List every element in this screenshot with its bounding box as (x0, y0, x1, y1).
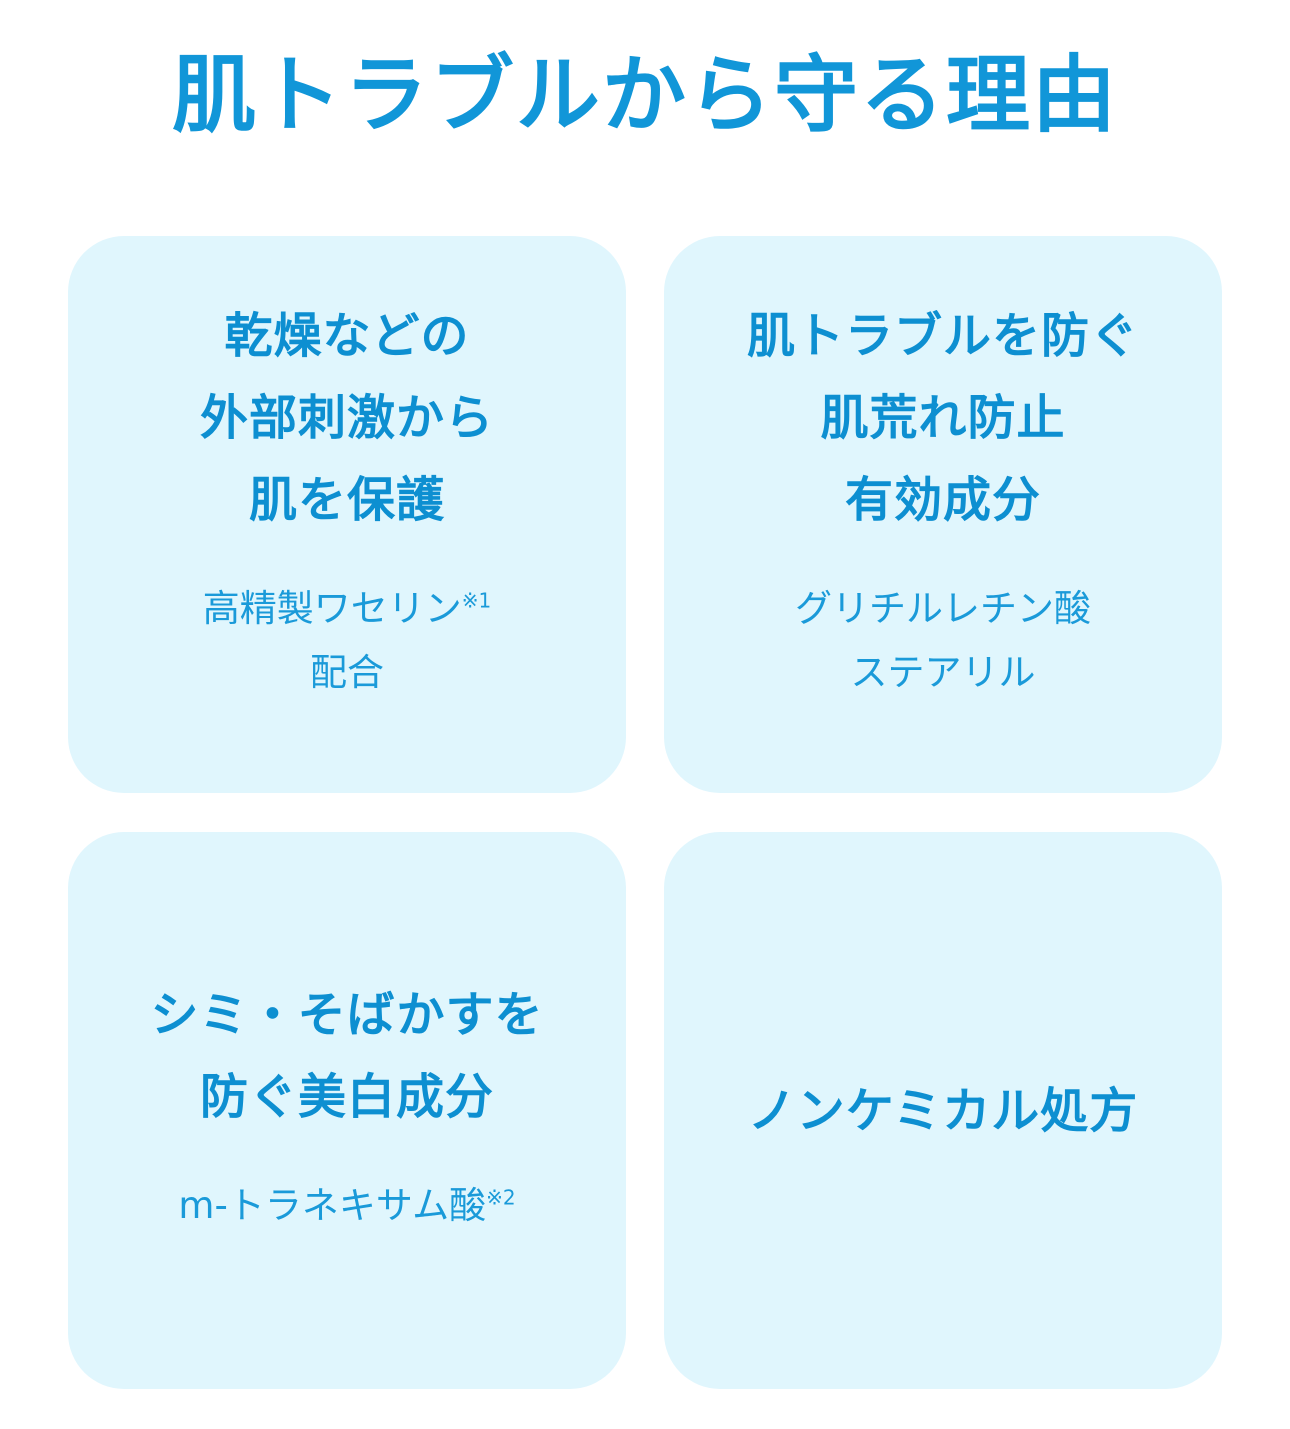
card-heading-line: 肌荒れ防止 (820, 389, 1066, 446)
card-heading-line: 肌を保護 (248, 471, 445, 528)
card-ingredient-line: 高精製ワセリン※1 (203, 577, 491, 641)
card-heading-line: ノンケミカル処方 (747, 1082, 1139, 1139)
ingredient-name: m-トラネキサム酸 (178, 1183, 487, 1227)
card-heading-line: シミ・そばかすを (150, 986, 544, 1043)
card-heading-line: 防ぐ美白成分 (199, 1068, 494, 1125)
reason-card-whitening: シミ・そばかすを 防ぐ美白成分 m-トラネキサム酸※2 (68, 832, 626, 1389)
card-ingredient-line: ステアリル (850, 650, 1036, 694)
footnote-mark: ※1 (461, 588, 492, 613)
card-heading-line: 肌トラブルを防ぐ (746, 307, 1139, 364)
card-ingredient-line: グリチルレチン酸 (795, 586, 1091, 630)
card-ingredient-line: 配合 (309, 650, 384, 694)
card-ingredient: 高精製ワセリン※1 配合 (203, 577, 491, 705)
card-heading-line: 有効成分 (844, 471, 1041, 528)
reason-card-rough-skin-prevention: 肌トラブルを防ぐ 肌荒れ防止 有効成分 グリチルレチン酸 ステアリル (664, 236, 1222, 793)
card-ingredient: グリチルレチン酸 ステアリル (795, 577, 1091, 705)
card-ingredient-line: m-トラネキサム酸※2 (178, 1174, 515, 1238)
reason-card-skin-protection: 乾燥などの 外部刺激から 肌を保護 高精製ワセリン※1 配合 (68, 236, 626, 793)
card-heading: シミ・そばかすを 防ぐ美白成分 (151, 974, 544, 1138)
reason-card-non-chemical: ノンケミカル処方 (664, 832, 1222, 1389)
page-title: 肌トラブルから守る理由 (171, 46, 1118, 144)
footnote-mark: ※2 (486, 1185, 516, 1210)
card-heading: ノンケミカル処方 (748, 1070, 1139, 1152)
ingredient-name: 高精製ワセリン (202, 586, 462, 630)
reasons-grid: 乾燥などの 外部刺激から 肌を保護 高精製ワセリン※1 配合 肌トラブルを防ぐ … (68, 236, 1222, 1389)
card-heading: 肌トラブルを防ぐ 肌荒れ防止 有効成分 (747, 295, 1139, 541)
card-heading-line: 外部刺激から (199, 389, 494, 446)
card-heading: 乾燥などの 外部刺激から 肌を保護 (200, 295, 494, 541)
card-ingredient: m-トラネキサム酸※2 (178, 1174, 515, 1238)
card-heading-line: 乾燥などの (224, 307, 470, 364)
